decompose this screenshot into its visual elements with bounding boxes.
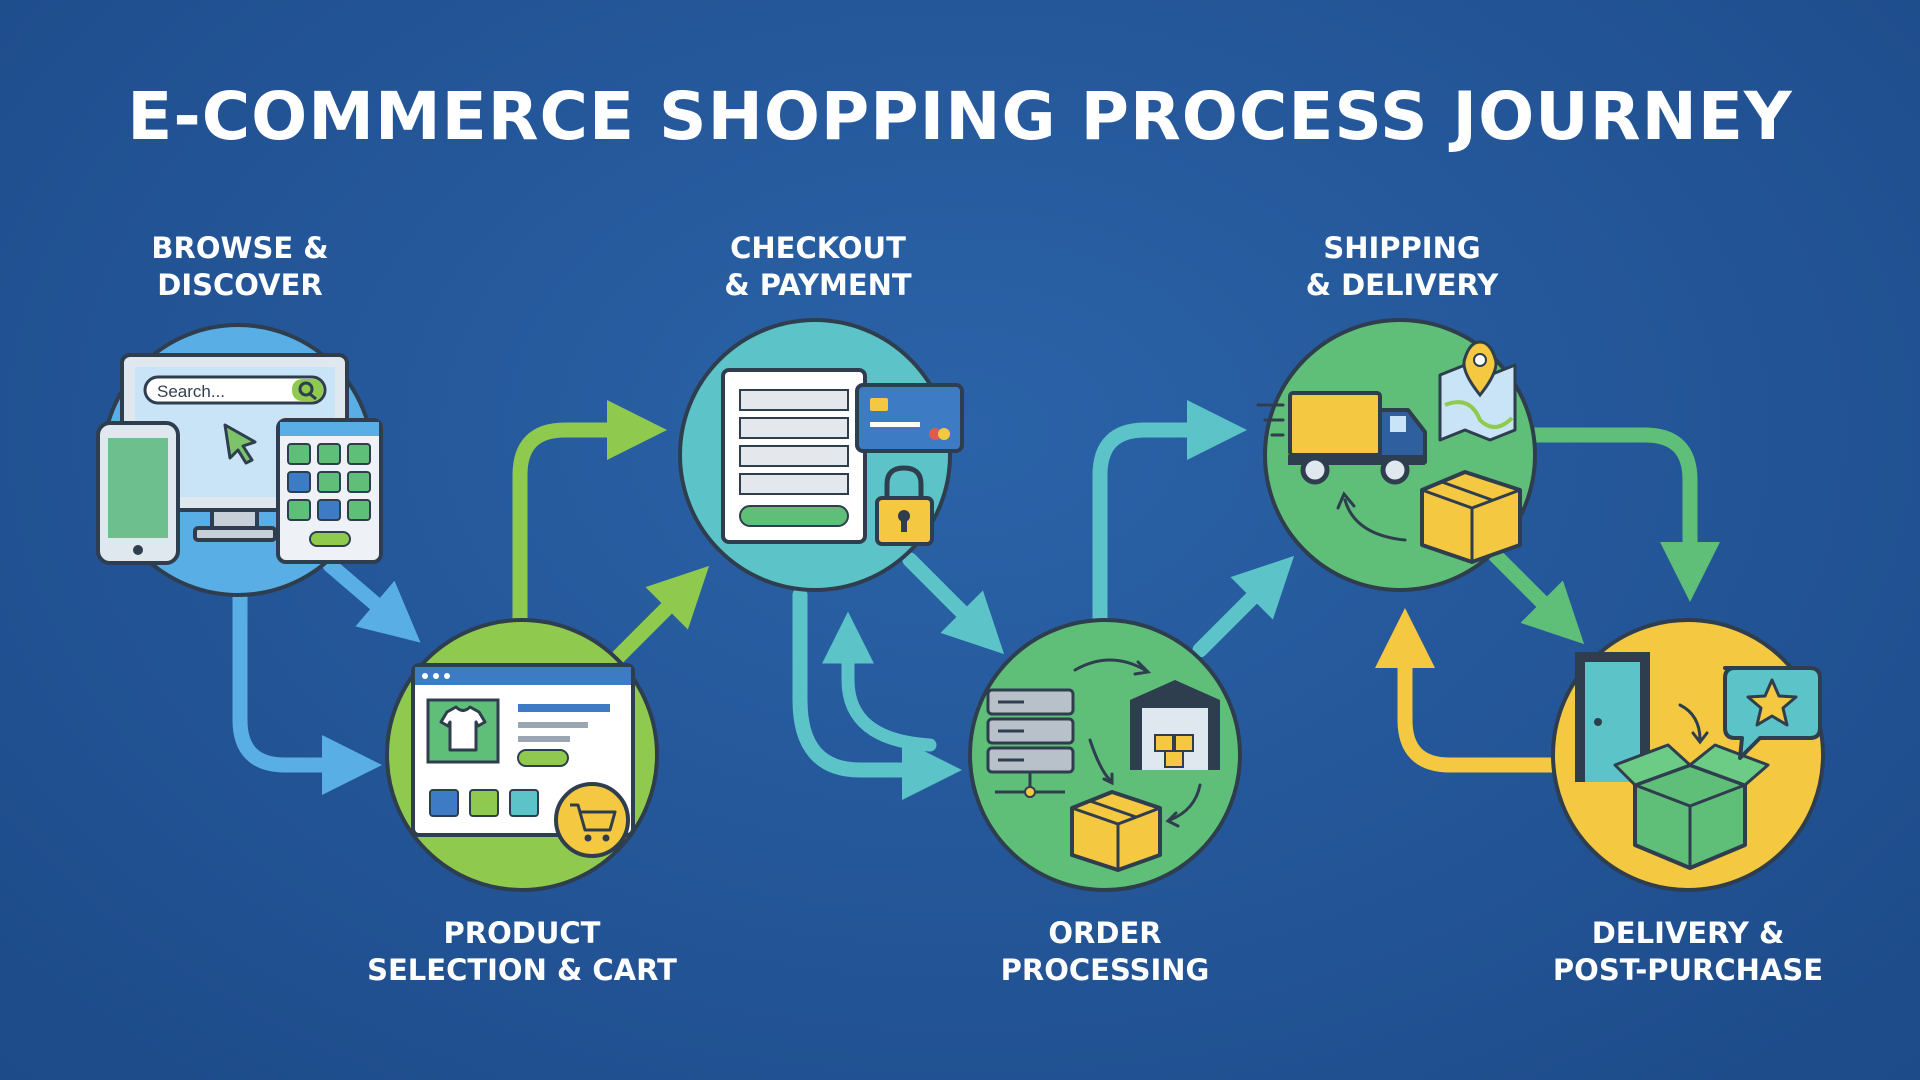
page-title: E-COMMERCE SHOPPING PROCESS JOURNEY	[127, 78, 1793, 155]
label-select: PRODUCT SELECTION & CART	[312, 915, 732, 989]
label-browse-line2: DISCOVER	[157, 268, 323, 302]
stage-processing	[968, 618, 1242, 892]
label-checkout-line1: CHECKOUT	[730, 231, 906, 265]
label-processing-line1: ORDER	[1048, 916, 1162, 950]
package-box-icon	[1420, 470, 1522, 564]
tablet-grid-icon	[276, 418, 383, 564]
arrow-processing-to-shipping-elbow	[1092, 400, 1247, 633]
delivery-truck-icon	[1256, 391, 1427, 485]
label-browse: BROWSE & DISCOVER	[30, 230, 450, 304]
arrow-processing-to-checkout-return	[822, 611, 937, 752]
process-cycle-arrows	[1073, 658, 1202, 828]
search-bar-icon: Search...	[143, 375, 327, 405]
server-stack-icon	[986, 688, 1075, 798]
connector-arrows	[232, 400, 1720, 800]
label-post: DELIVERY & POST-PURCHASE	[1478, 915, 1898, 989]
arrow-browse-to-select-diagonal	[322, 557, 421, 643]
arrow-select-to-checkout-elbow	[512, 400, 667, 633]
arrow-shipping-to-post-elbow	[1527, 427, 1720, 602]
arrow-browse-to-select-elbow	[232, 582, 382, 795]
arrow-select-to-checkout-diagonal	[607, 565, 710, 668]
map-pin-icon	[1438, 340, 1517, 442]
label-select-line1: PRODUCT	[443, 916, 601, 950]
label-checkout: CHECKOUT & PAYMENT	[608, 230, 1028, 304]
arrow-processing-to-shipping-diagonal	[1192, 555, 1295, 658]
search-placeholder-text: Search...	[157, 382, 225, 401]
package-box-icon	[1070, 790, 1162, 872]
stage-shipping	[1256, 318, 1537, 592]
arrow-post-to-shipping-return	[1375, 608, 1563, 773]
label-browse-line1: BROWSE &	[151, 231, 329, 265]
label-shipping: SHIPPING & DELIVERY	[1192, 230, 1612, 304]
arrow-shipping-to-post-diagonal	[1487, 547, 1585, 645]
shopping-cart-icon	[554, 782, 630, 858]
return-cycle-arrow	[1343, 498, 1407, 542]
star-review-icon	[1723, 666, 1822, 760]
label-post-line1: DELIVERY &	[1591, 916, 1785, 950]
label-shipping-line2: & DELIVERY	[1305, 268, 1499, 302]
credit-card-icon	[855, 383, 964, 453]
label-shipping-line1: SHIPPING	[1323, 231, 1481, 265]
drop-arrow	[1678, 703, 1702, 742]
arrow-checkout-to-processing-diagonal	[902, 552, 1005, 655]
stage-select	[385, 618, 659, 892]
warehouse-icon	[1130, 680, 1220, 770]
arrow-checkout-to-processing-elbow	[792, 587, 962, 800]
label-checkout-line2: & PAYMENT	[724, 268, 912, 302]
label-select-line2: SELECTION & CART	[367, 953, 677, 987]
stage-post	[1551, 618, 1825, 892]
form-icon	[721, 368, 867, 544]
stage-checkout	[678, 318, 964, 592]
padlock-icon	[875, 465, 934, 546]
cursor-icon	[223, 423, 257, 465]
label-processing-line2: PROCESSING	[1000, 953, 1210, 987]
tshirt-icon	[439, 705, 487, 752]
phone-icon	[96, 421, 180, 565]
label-processing: ORDER PROCESSING	[895, 915, 1315, 989]
stage-browse: Search...	[96, 323, 383, 597]
label-post-line2: POST-PURCHASE	[1552, 953, 1824, 987]
open-box-icon	[1613, 743, 1770, 870]
